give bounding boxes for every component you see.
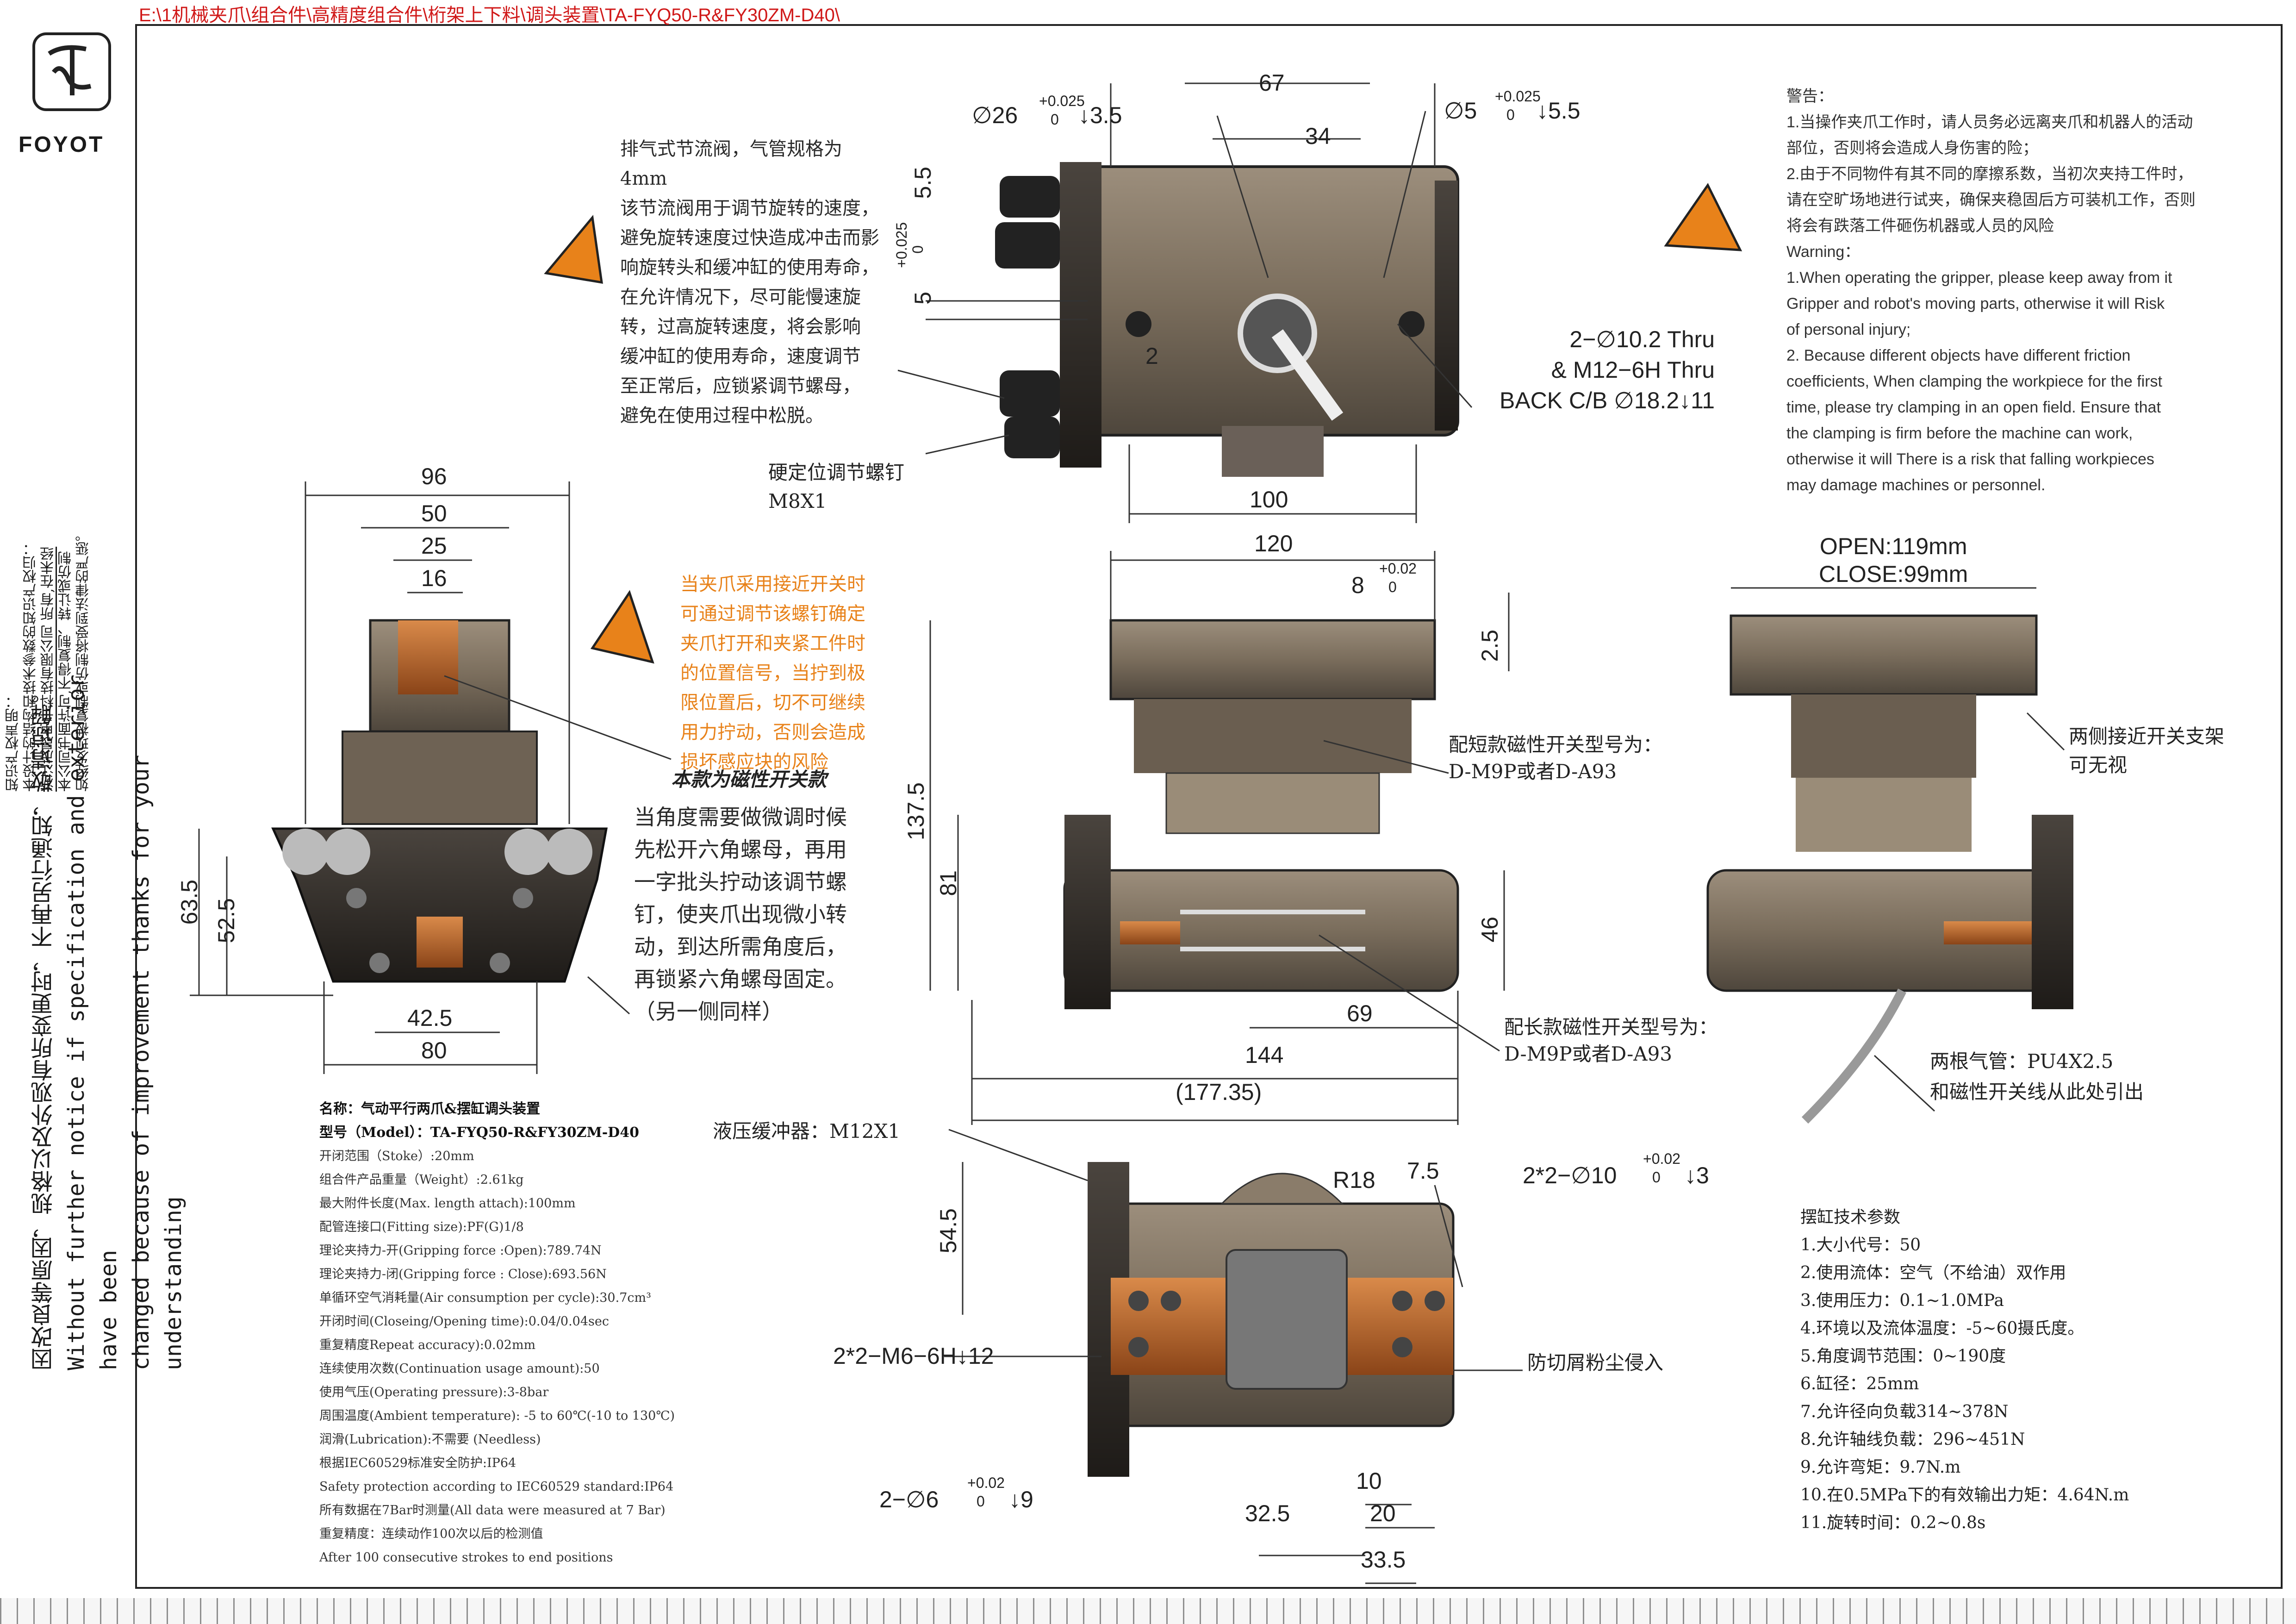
dim-d6-tol: +0.02 bbox=[967, 1474, 1005, 1491]
dim-17735: (177.35) bbox=[1176, 1079, 1262, 1105]
angle-adjust-note: 当角度需要做微调时候先松开六角螺母，再用一字批头拧动该调节螺 钉，使夹爪出现微小… bbox=[634, 805, 847, 1024]
left-view bbox=[271, 619, 608, 983]
dim-425: 42.5 bbox=[407, 1005, 453, 1031]
dim-d5: ∅5 bbox=[1444, 98, 1477, 124]
dim-tol2: +0.025 bbox=[1495, 88, 1541, 105]
buffer-note: 液压缓冲器：M12X1 bbox=[713, 1120, 901, 1143]
dim-20: 20 bbox=[1370, 1500, 1396, 1526]
dim-h2: 2 bbox=[1145, 343, 1158, 369]
dim-545: 54.5 bbox=[935, 1208, 961, 1254]
dim-635: 63.5 bbox=[176, 880, 202, 925]
dim-v5: 5 bbox=[910, 292, 936, 305]
dim-75: 7.5 bbox=[1407, 1158, 1439, 1184]
magnetic-switch-title: 本款为磁性开关款 bbox=[671, 768, 827, 791]
dim-8-tol: +0.02 bbox=[1379, 560, 1417, 577]
dim-v55: 5.5 bbox=[910, 167, 936, 199]
warning-icon bbox=[1666, 185, 1740, 250]
dim-vtol: +0.025 bbox=[893, 222, 910, 268]
dim-d26-depth: ↓3.5 bbox=[1078, 102, 1122, 128]
dust-note: 防切屑粉尘侵入 bbox=[1527, 1351, 1664, 1374]
dim-d6: 2−∅6 bbox=[879, 1487, 939, 1512]
dim-96: 96 bbox=[421, 463, 447, 489]
warning-block: 警告：1.当操作夹爪工作时，请人员务必远离夹爪和机器人的活动部位，否则将会造成人… bbox=[1786, 87, 2196, 494]
proximity-switch-note: 当夹爪采用接近开关时可通过调节该螺钉确定夹爪打开和夹紧工件时 的位置信号，当拧到… bbox=[680, 574, 865, 773]
dim-325: 32.5 bbox=[1245, 1500, 1290, 1526]
dim-69: 69 bbox=[1347, 1000, 1373, 1026]
dim-81: 81 bbox=[935, 870, 961, 896]
warning-icon bbox=[592, 593, 653, 662]
dim-hole-tol: +0.02 bbox=[1643, 1150, 1680, 1167]
dim-8: 8 bbox=[1351, 572, 1364, 598]
drawing-frame bbox=[135, 24, 2283, 1589]
dim-m6: 2*2−M6−6H↓12 bbox=[833, 1343, 994, 1369]
dim-16: 16 bbox=[421, 565, 447, 591]
dim-335: 33.5 bbox=[1361, 1547, 1406, 1573]
bottom-view bbox=[1088, 1162, 1455, 1477]
bottom-ruler bbox=[0, 1598, 2296, 1624]
bracket-note: 两侧接近开关支架可无视 bbox=[2069, 725, 2225, 776]
warning-icon bbox=[546, 218, 602, 282]
dim-120: 120 bbox=[1254, 531, 1293, 556]
dim-d26: ∅26 bbox=[972, 102, 1018, 128]
dim-525: 52.5 bbox=[213, 898, 239, 943]
foyot-logo bbox=[32, 32, 111, 111]
short-switch-note: 配短款磁性开关型号为：D-M9P或者D-A93 bbox=[1449, 733, 1663, 783]
spec-list: 名称：气动平行两爪&摆缸调头装置型号（Model）：TA-FYQ50-R&FY3… bbox=[319, 1101, 675, 1565]
warning-icons bbox=[544, 183, 1742, 664]
dim-tol1: +0.025 bbox=[1039, 93, 1085, 109]
dim-80: 80 bbox=[421, 1037, 447, 1063]
dim-d5-depth: ↓5.5 bbox=[1537, 98, 1580, 124]
dim-d6-depth: ↓9 bbox=[1009, 1487, 1033, 1512]
dim-vtolb: 0 bbox=[909, 245, 926, 254]
dim-25-center: 2.5 bbox=[1477, 630, 1503, 662]
dim-hole-depth: ↓3 bbox=[1685, 1162, 1709, 1188]
dim-tol1b: 0 bbox=[1051, 111, 1059, 128]
dim-100: 100 bbox=[1250, 487, 1288, 512]
dim-tol2b: 0 bbox=[1506, 106, 1515, 123]
dim-46: 46 bbox=[1477, 917, 1503, 943]
file-path: E:\1机械夹爪\组合件\高精度组合件\桁架上下料\调头装置\TA-FYQ50-… bbox=[139, 5, 840, 25]
dim-d6-tolb: 0 bbox=[977, 1493, 985, 1510]
dim-25: 25 bbox=[421, 533, 447, 559]
dim-144: 144 bbox=[1245, 1042, 1284, 1068]
dim-1375: 137.5 bbox=[903, 782, 929, 841]
side-view bbox=[1706, 614, 2073, 1124]
dim-r18: R18 bbox=[1333, 1167, 1375, 1193]
dim-8-tolb: 0 bbox=[1388, 579, 1397, 595]
brand-name: FOYOT bbox=[19, 132, 105, 157]
dim-10: 10 bbox=[1356, 1468, 1382, 1494]
dim-34: 34 bbox=[1305, 123, 1331, 149]
dim-hole-tolb: 0 bbox=[1652, 1169, 1661, 1186]
front-view bbox=[1063, 619, 1459, 1009]
dim-67: 67 bbox=[1259, 70, 1285, 96]
top-view bbox=[995, 162, 1459, 477]
dim-hole-2x2: 2*2−∅10 bbox=[1523, 1162, 1617, 1188]
dim-50: 50 bbox=[421, 500, 447, 526]
long-switch-note: 配长款磁性开关型号为：D-M9P或者D-A93 bbox=[1504, 1016, 1718, 1065]
